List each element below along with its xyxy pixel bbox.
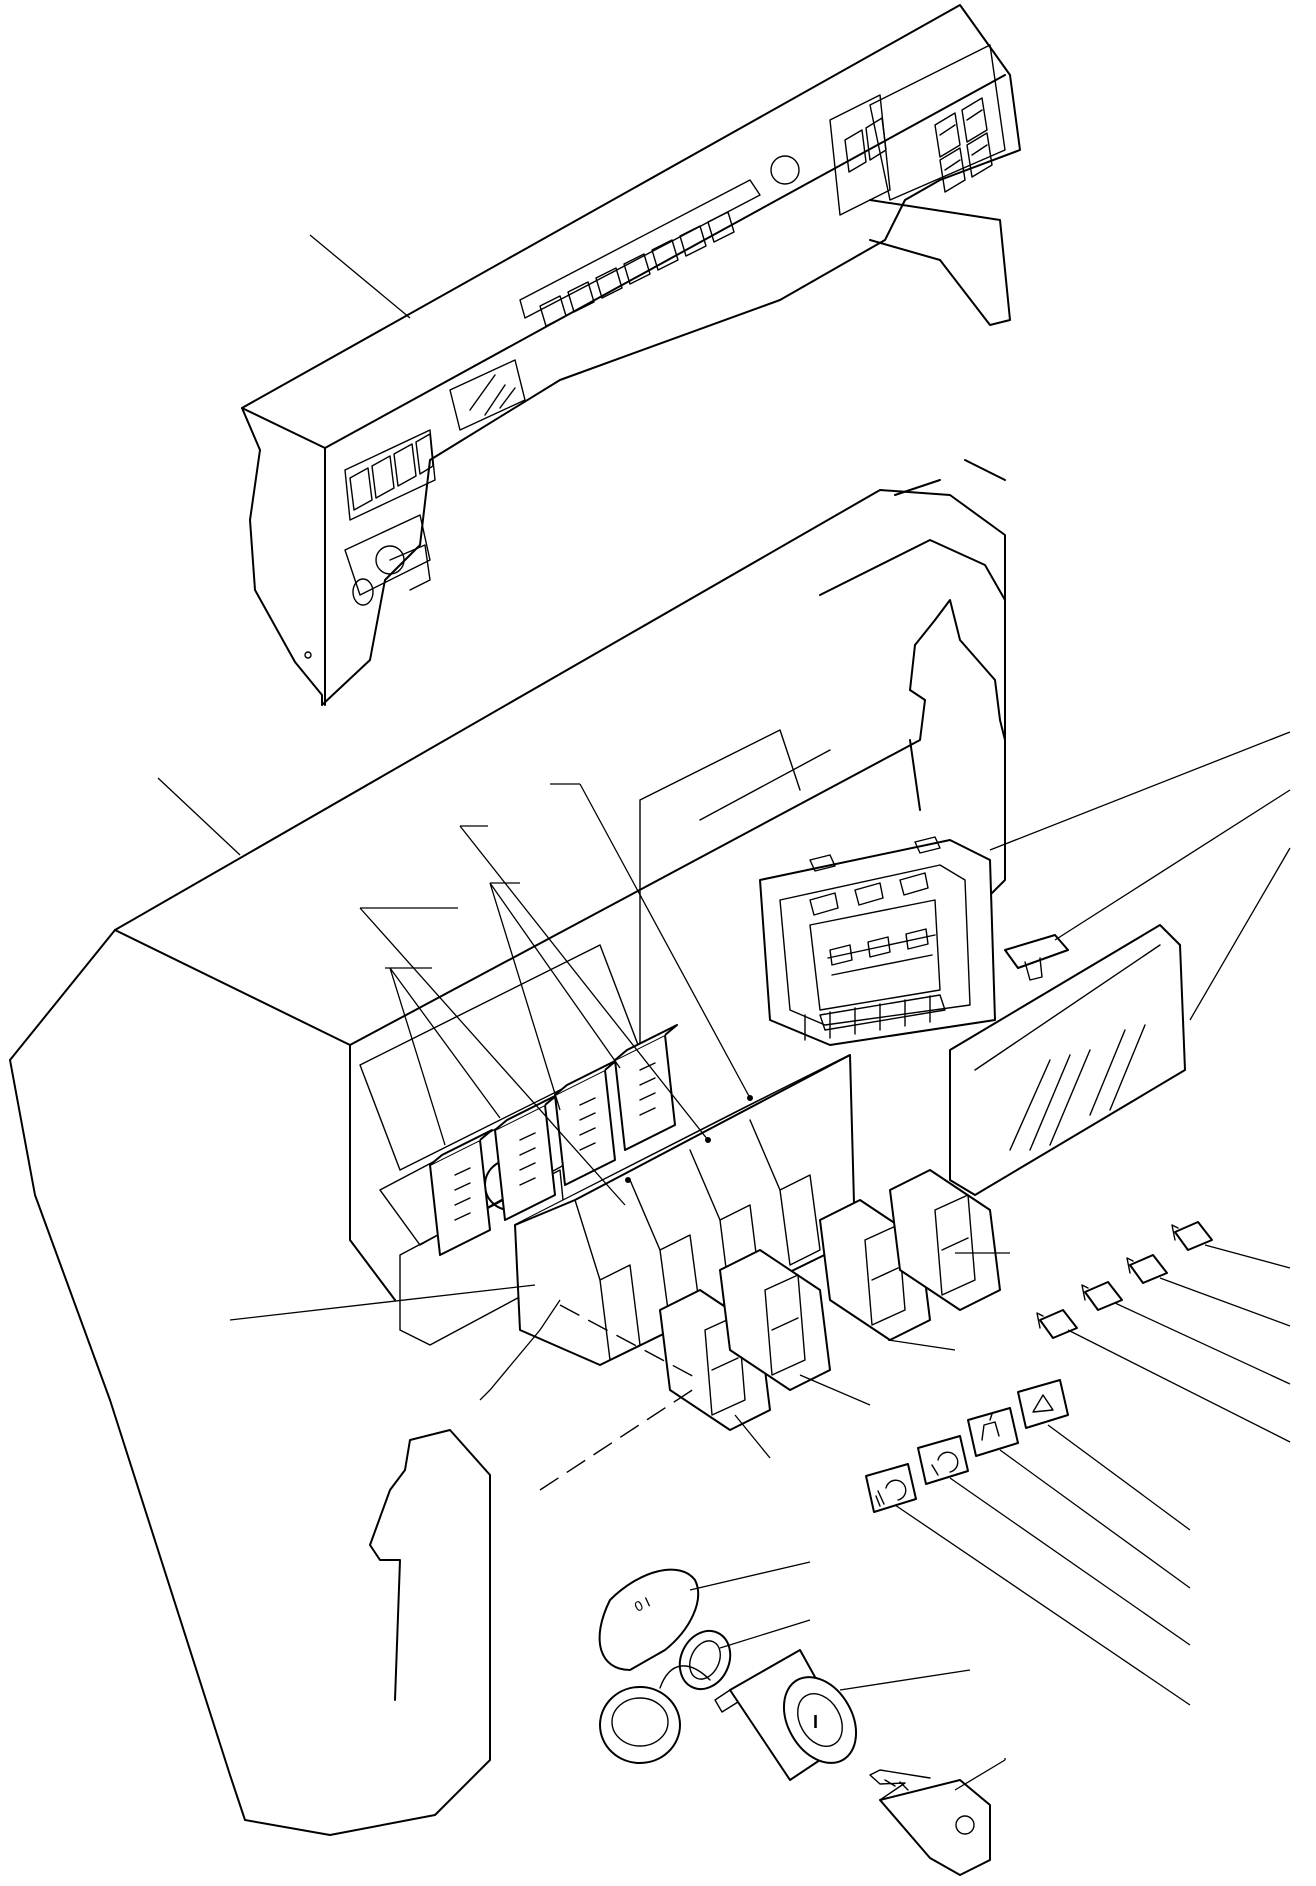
leader-lens-panel bbox=[1189, 847, 1291, 1021]
leader-rocker-2 bbox=[799, 1374, 871, 1406]
cap-letter: I bbox=[813, 1712, 818, 1732]
leader-lower-dash bbox=[157, 777, 241, 856]
leader-upper-panel bbox=[309, 234, 411, 319]
leader-ring bbox=[719, 1619, 811, 1649]
upper-left-switch-block bbox=[344, 429, 436, 521]
leader-fuse bbox=[1054, 789, 1291, 941]
leader-bulbs bbox=[1067, 1244, 1291, 1443]
leader-block-e-arrow bbox=[579, 783, 751, 1099]
fuse bbox=[1004, 934, 1069, 981]
leader-relay-main bbox=[229, 1284, 536, 1321]
leader-fuse-box bbox=[989, 731, 1291, 851]
bulbs bbox=[1036, 1221, 1213, 1339]
leader-bezel bbox=[689, 1561, 811, 1591]
ignition-key bbox=[869, 1769, 991, 1876]
upper-ignition-key bbox=[344, 514, 431, 606]
relay-blocks bbox=[429, 1024, 678, 1256]
ignition-lock-cylinder: I bbox=[714, 1649, 858, 1781]
leader-block-a-arrow bbox=[359, 907, 626, 1206]
ignition-symbols: 0 I bbox=[632, 1594, 653, 1615]
leader-rocker-1 bbox=[734, 1414, 771, 1459]
ignition-ring bbox=[678, 1629, 732, 1691]
upper-dash-panel bbox=[241, 4, 1021, 706]
fuse-box bbox=[759, 836, 996, 1046]
leader-symbol-tiles bbox=[894, 1424, 1191, 1706]
axis-tick bbox=[479, 1299, 561, 1401]
ignition-bezel-plate: 0 I bbox=[598, 1568, 700, 1671]
rocker-switches bbox=[659, 1169, 1001, 1431]
cover-lens-panel bbox=[949, 924, 1186, 1196]
leader-key bbox=[954, 1759, 1006, 1791]
symbol-tiles bbox=[865, 1379, 1069, 1513]
leader-block-c-arrows bbox=[459, 825, 709, 1141]
assembly-axis-line-2 bbox=[539, 1384, 701, 1491]
upper-switch-row bbox=[539, 211, 735, 327]
ignition-dust-cap bbox=[599, 1665, 711, 1764]
assembly-axis-line bbox=[559, 1304, 701, 1381]
leader-rocker-3 bbox=[887, 1339, 956, 1351]
leader-cylinder bbox=[839, 1669, 971, 1691]
leader-block-b-arrows bbox=[389, 967, 501, 1146]
upper-right-switch-cluster bbox=[934, 97, 993, 193]
